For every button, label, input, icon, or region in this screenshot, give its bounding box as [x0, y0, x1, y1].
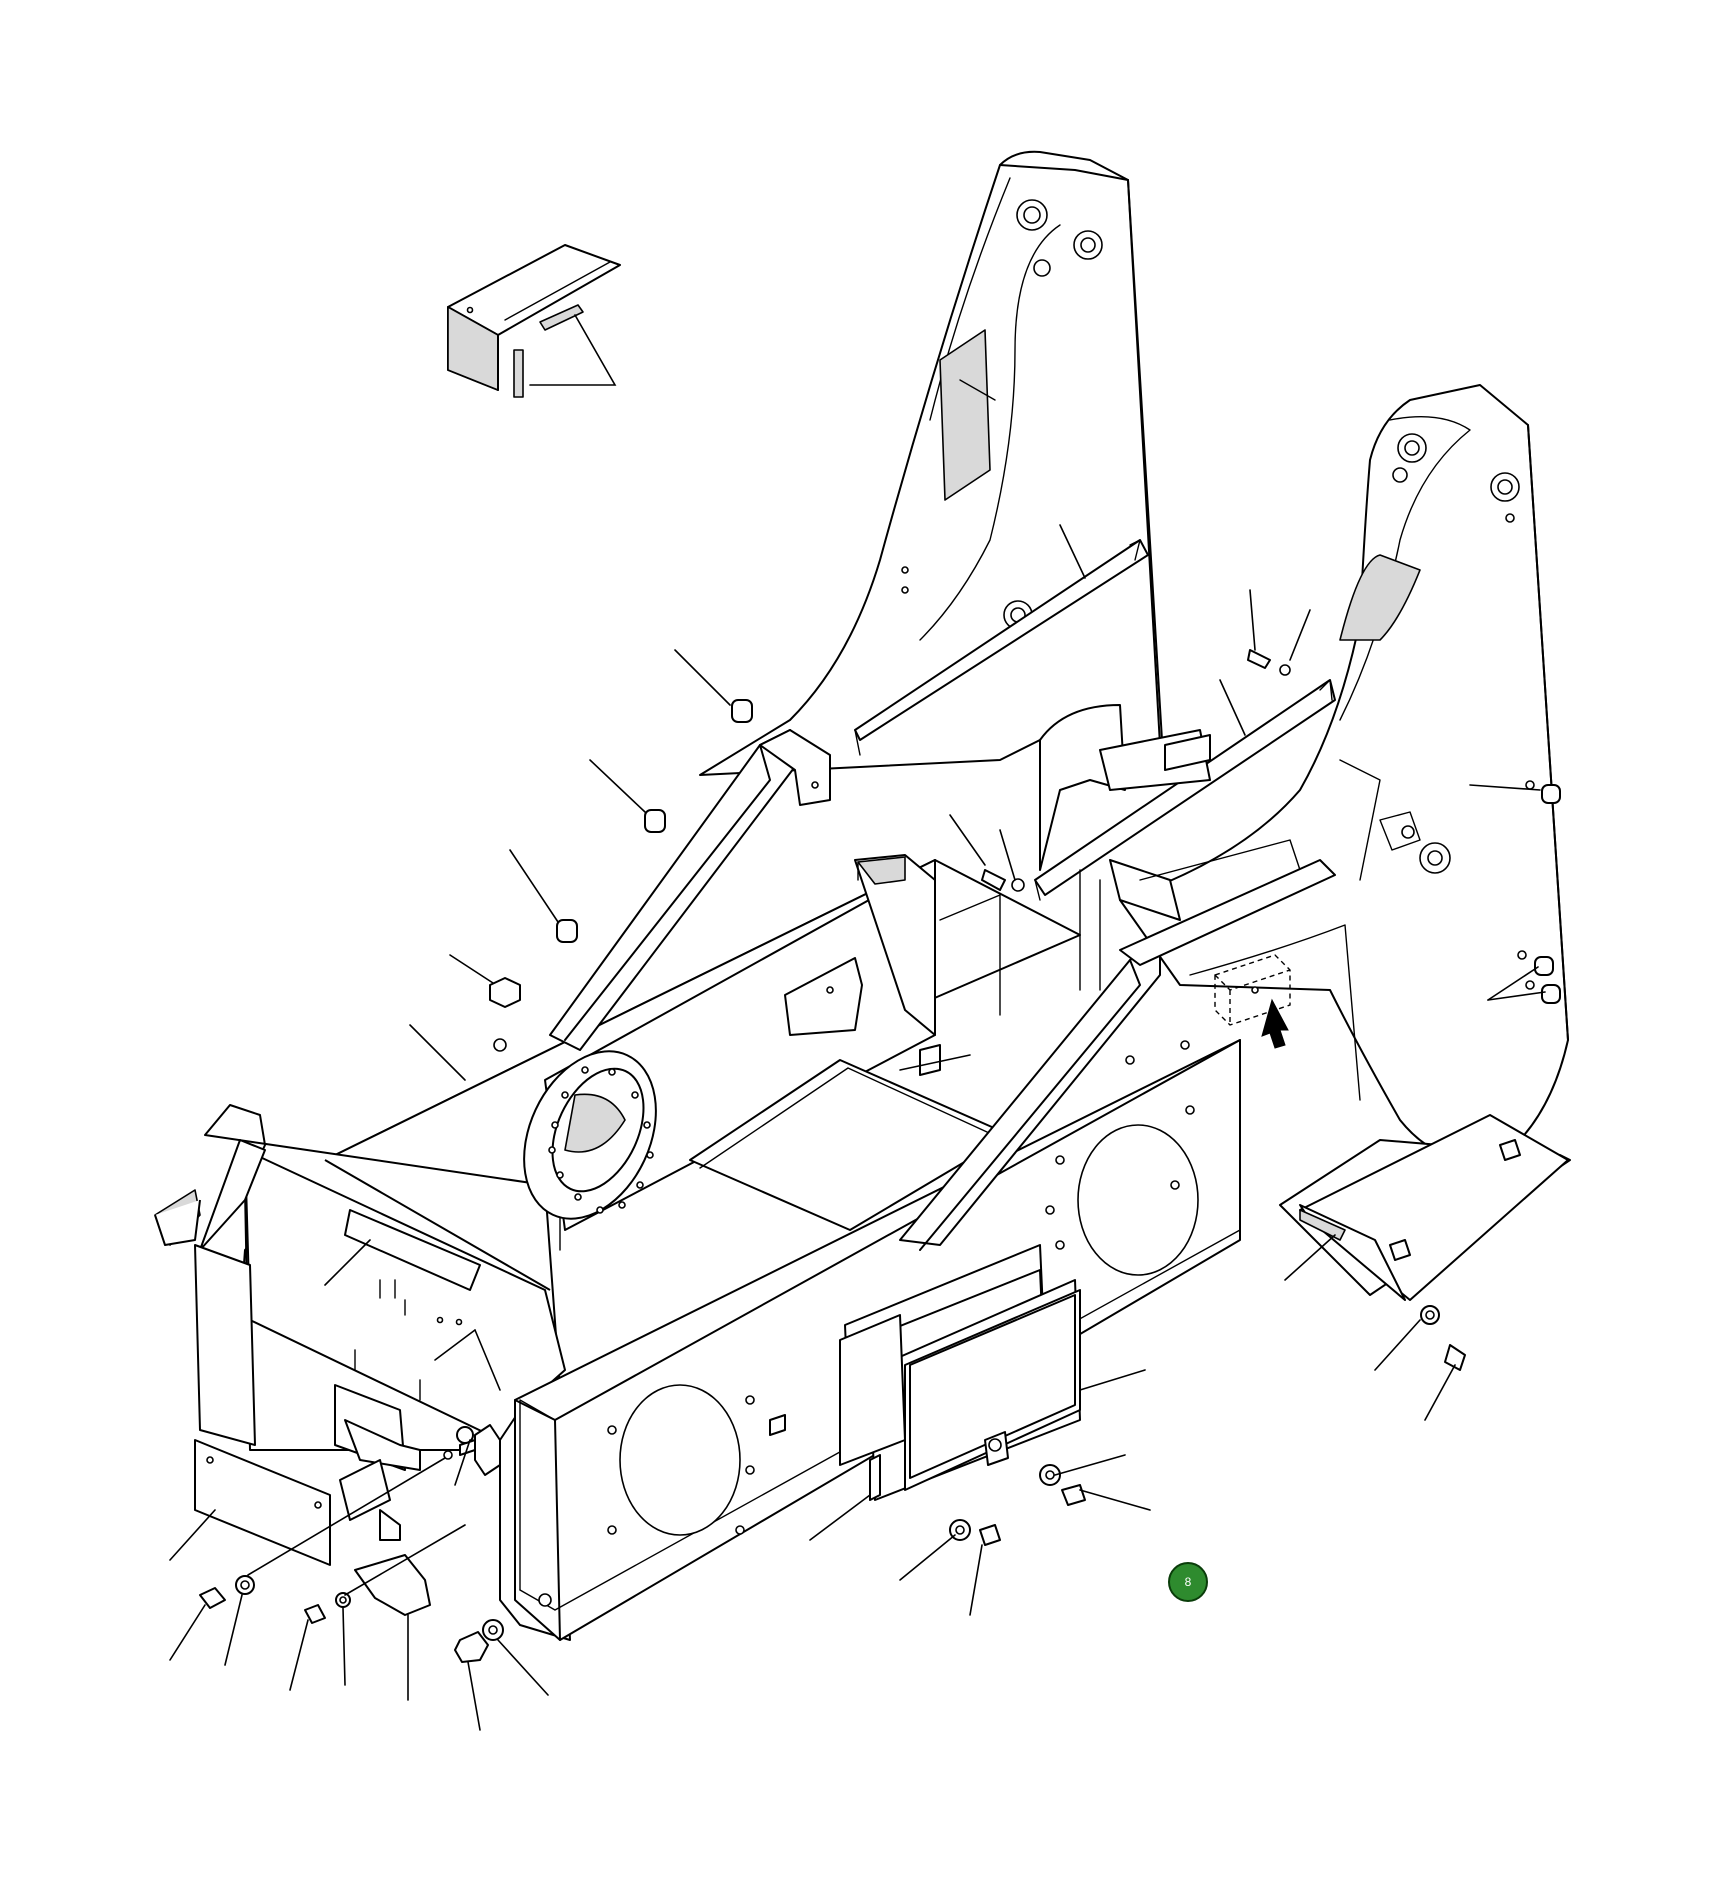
right-diagonal-strut — [899, 679, 1336, 1251]
center-crossmember — [1039, 704, 1336, 991]
ring-bolt-holes — [548, 1066, 654, 1214]
callout-marker[interactable]: 8 — [1168, 1562, 1208, 1602]
leader-lines — [169, 524, 1546, 1731]
callout-circle[interactable] — [1168, 1562, 1208, 1602]
right-upright — [1119, 384, 1569, 1162]
detail-inset — [447, 244, 621, 398]
inspection-cover — [839, 1244, 1081, 1501]
direction-arrow-icon — [1261, 998, 1289, 1049]
rear-bottom-plate — [1279, 1114, 1571, 1301]
left-front-section — [154, 1104, 571, 1641]
hidden-component — [1214, 954, 1291, 1026]
fastener-icon — [199, 649, 1561, 1663]
left-diagonal-strut — [549, 539, 1149, 1051]
callout-label[interactable]: 8 — [1185, 1575, 1192, 1589]
ring-flange — [523, 1050, 657, 1220]
